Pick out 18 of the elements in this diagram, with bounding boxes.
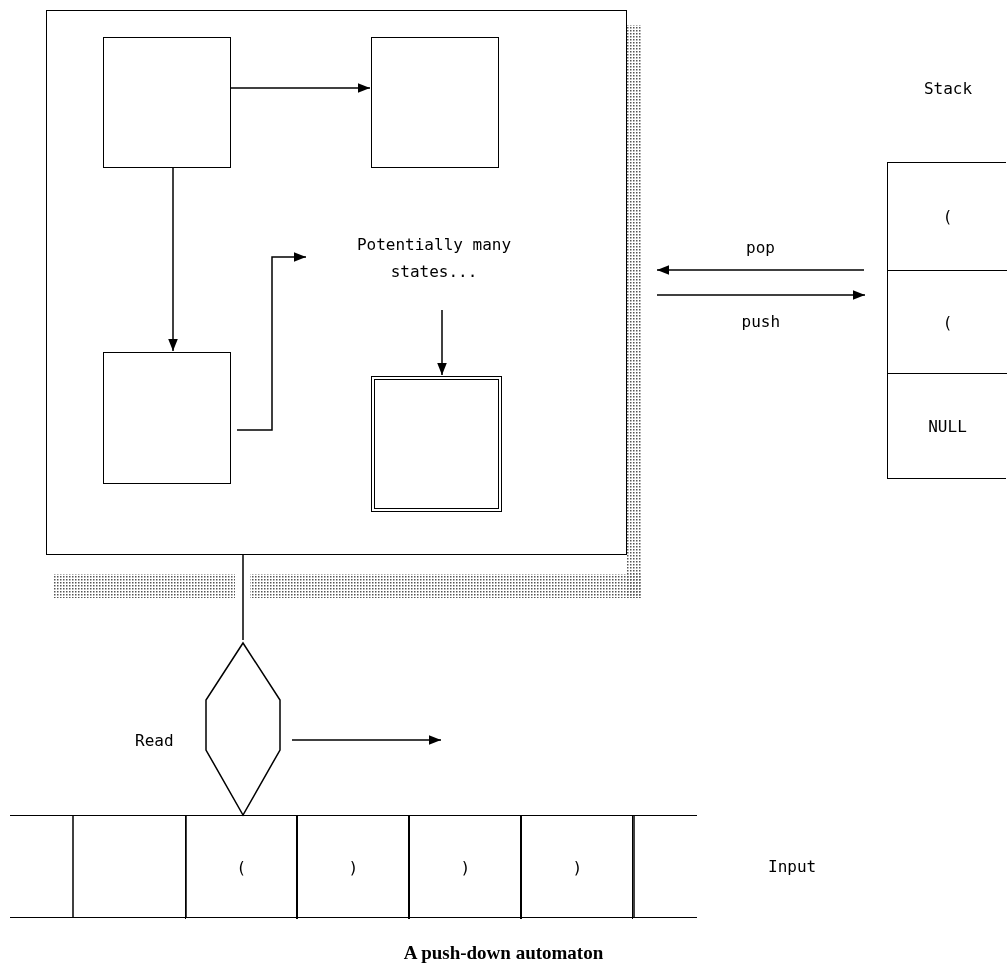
tape-label: Input: [768, 856, 817, 878]
read-head-diamond: [205, 640, 281, 818]
stack-heading: Stack: [922, 78, 974, 100]
input-tape: [10, 815, 697, 918]
read-head-label: Read: [135, 730, 174, 752]
tape-symbol: (: [235, 856, 248, 879]
state-box: [103, 352, 231, 484]
accepting-state-box: [371, 376, 502, 512]
stack-symbol: NULL: [927, 416, 968, 438]
state-box: [103, 37, 231, 168]
state-note: Potentially many states...: [355, 234, 513, 283]
caption: A push-down automaton: [403, 942, 604, 963]
state-box: [371, 37, 499, 168]
stack-symbol: (: [941, 311, 954, 334]
tape-symbol: ): [347, 856, 360, 879]
stack-symbol: (: [941, 206, 954, 228]
tape-symbol: ): [459, 856, 472, 879]
tape-symbol: ): [571, 856, 584, 879]
